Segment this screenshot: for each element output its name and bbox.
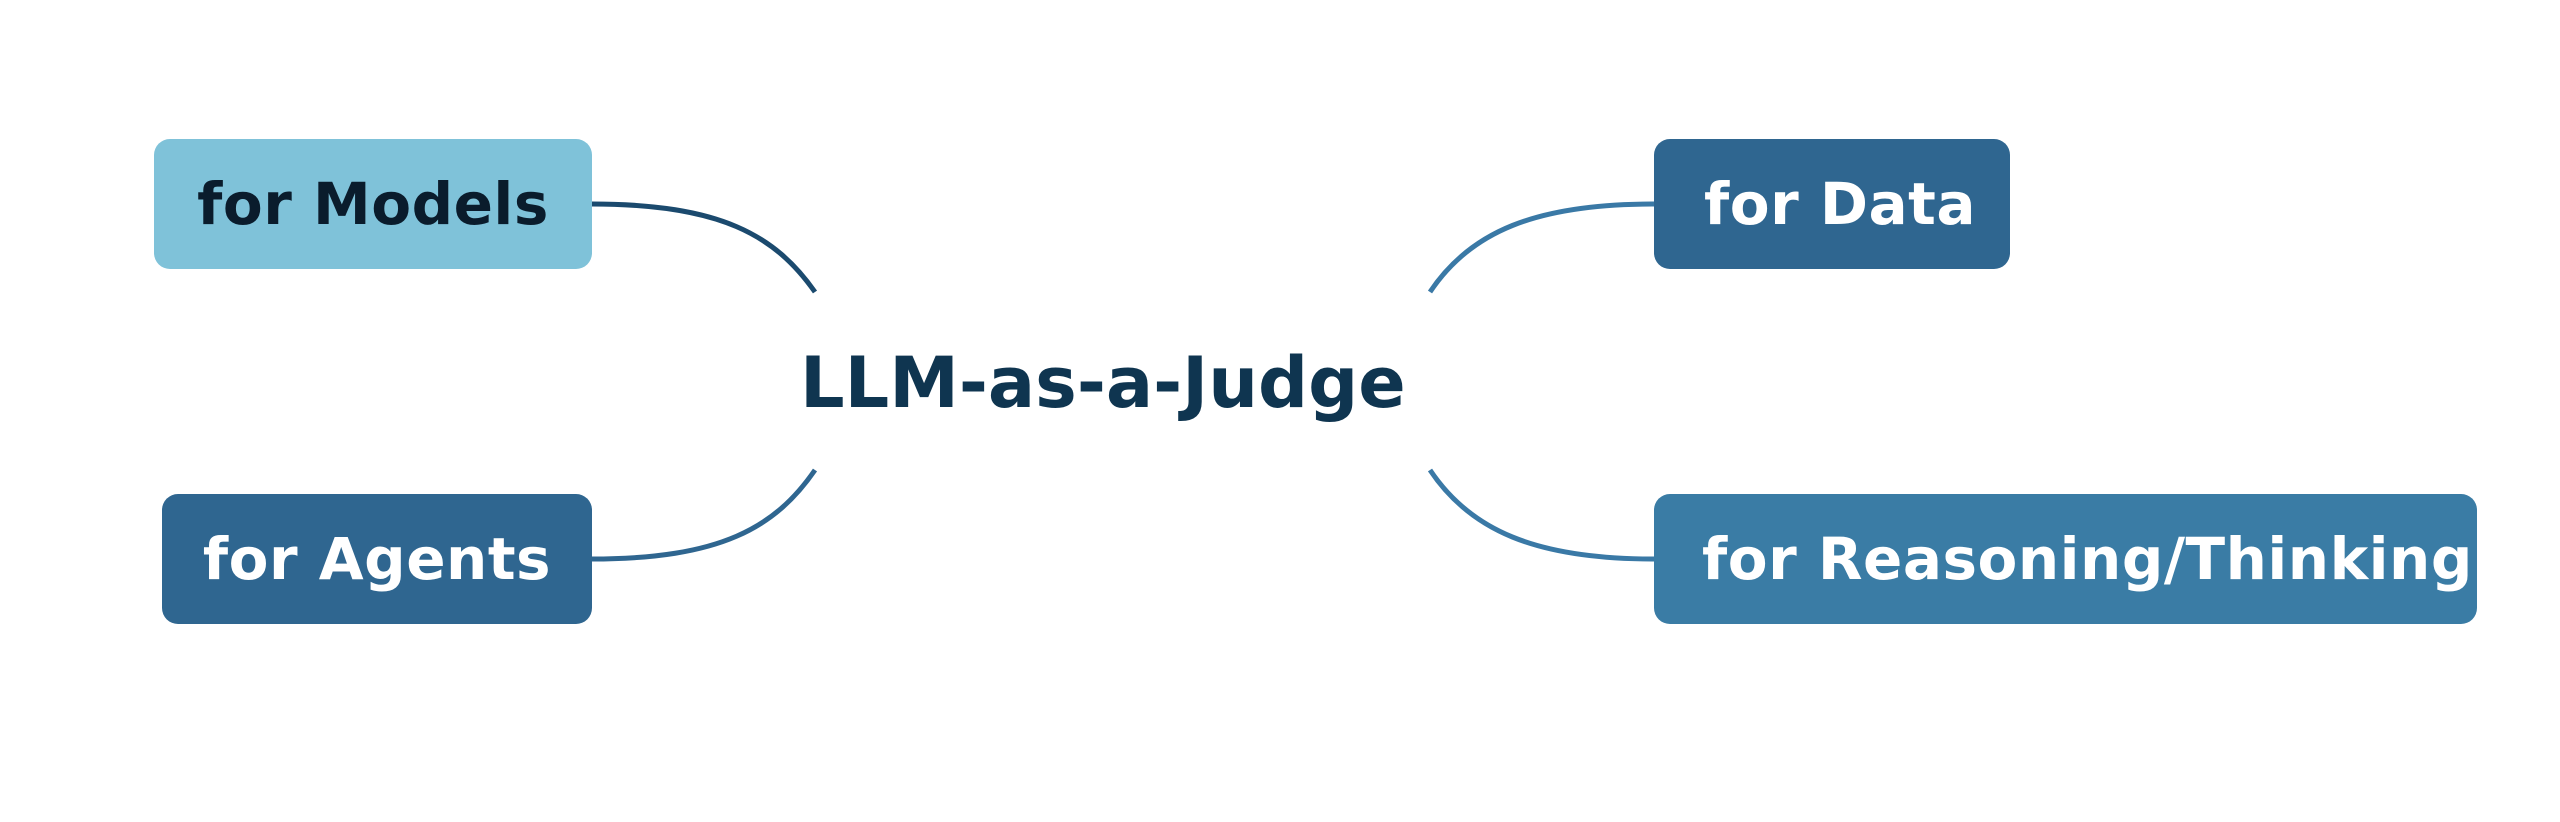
branch-node-agents: for Agents [162,494,592,624]
branch-label-models: for Models [197,170,549,238]
branch-node-reasoning: for Reasoning/Thinking [1654,494,2477,624]
center-node-title: LLM-as-a-Judge [800,342,1406,424]
branch-node-models: for Models [154,139,592,269]
connector-data [1427,201,1655,294]
branch-label-data: for Data [1704,170,1977,238]
connector-agents [591,468,818,562]
branch-label-agents: for Agents [202,525,552,593]
branch-node-data: for Data [1654,139,2010,269]
connector-models [591,201,818,294]
connector-reasoning [1427,468,1655,562]
branch-label-reasoning: for Reasoning/Thinking [1702,525,2473,593]
